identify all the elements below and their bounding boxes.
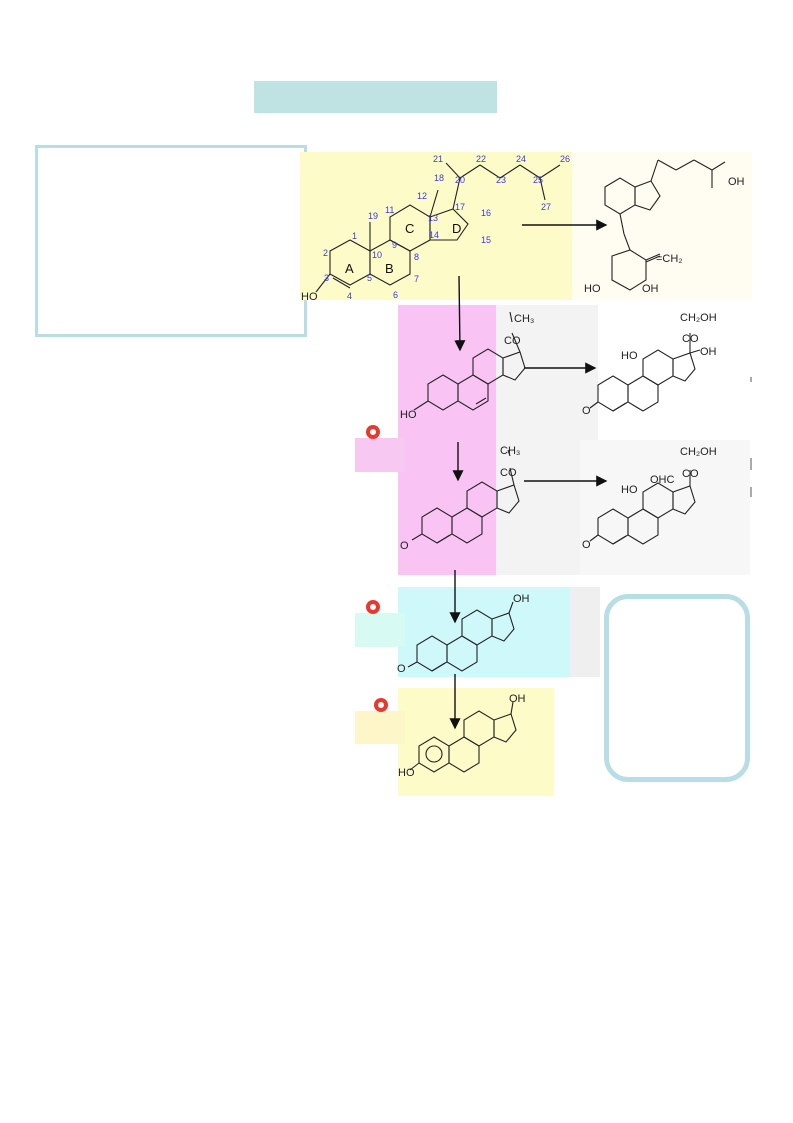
flower-icon [366,425,380,439]
carbon-number: 26 [560,154,570,164]
pregnenolone-co: CO [504,335,521,347]
vitd-ch2: =CH₂ [656,253,683,265]
vitd-oh-bottom: OH [642,283,659,295]
ring-label-d: D [452,221,461,236]
aldosterone-ch2oh: CH₂OH [680,446,717,458]
carbon-number: 27 [541,202,551,212]
carbon-number: 1 [352,231,357,241]
aldosterone-structure: CH₂OH CO HO OHC O [582,446,717,551]
cortisol-oh: OH [700,346,717,358]
cortisol-co: CO [682,333,699,345]
ring-label-b: B [385,261,394,276]
androgen-side-panel [570,587,600,677]
carbon-number: 23 [496,175,506,185]
vitd-oh-top: OH [728,176,745,188]
flower-icon [374,698,388,712]
cortisol-structure: CH₂OH CO HO OH O [582,312,717,417]
carbon-number: 4 [347,291,352,301]
estradiol-oh: OH [509,693,526,705]
progestagen-panel [398,305,496,575]
carbon-number: 11 [385,205,394,215]
cortisol-ho: HO [621,350,638,362]
carbon-number: 14 [429,230,439,240]
progesterone-ch3: CH₃ [500,445,520,457]
carbon-number: 10 [372,250,382,260]
pregnenolone-ho: HO [400,409,417,421]
estrogen-panel [398,688,554,796]
rounded-info-box [604,594,750,782]
cholesterol-structure: 1 2 3 4 5 6 7 8 9 10 11 12 13 14 15 16 1… [301,154,570,303]
hydroxyl-label: HO [301,291,318,303]
androgen-tab [355,613,405,647]
carbon-number: 25 [533,175,543,185]
ring-label-c: C [405,221,414,236]
carbon-number: 20 [455,175,465,185]
testosterone-oh: OH [513,593,530,605]
carbon-number: 19 [368,211,378,221]
aldosterone-co: CO [682,468,699,480]
carbon-number: 9 [392,240,397,250]
arrow-down [454,275,466,352]
estrogen-tab [355,711,405,744]
progesterone-o: O [400,540,409,552]
title-bar [254,81,497,113]
carbon-number: 24 [516,154,526,164]
aldosterone-panel [580,440,750,575]
flower-icon [366,600,380,614]
carbon-number: 17 [455,202,465,212]
progesterone-structure: O CH₃ CO [400,445,520,552]
pregnenolone-ch3: CH₃ [514,313,534,325]
testosterone-structure: O OH [397,593,530,675]
carbon-number: 8 [414,252,419,262]
carbon-number: 13 [428,213,438,223]
pregnenolone-structure: HO CH₃ CO [400,311,534,421]
androgen-panel [398,587,570,677]
progesterone-co: CO [500,467,517,479]
cortisol-o: O [582,405,591,417]
testosterone-o: O [397,663,406,675]
vitd-ho: HO [584,283,601,295]
carbon-number: 15 [481,235,491,245]
carbon-number: 18 [434,173,444,183]
estradiol-structure: HO OH [398,693,526,779]
cortisol-ch2oh: CH₂OH [680,312,717,324]
aldosterone-ohc: OHC [650,474,675,486]
carbon-number: 3 [324,273,329,283]
aldosterone-ho: HO [621,484,638,496]
carbon-number: 2 [323,248,328,258]
carbon-number: 21 [433,154,443,164]
progestagen-tab [355,438,405,472]
carbon-number: 5 [367,273,372,283]
cholesterol-panel [300,152,572,300]
vitamin-d-structure: OH =CH₂ HO OH [584,159,745,295]
carbon-number: 22 [476,154,486,164]
carbon-number: 12 [417,191,427,201]
carbon-number: 16 [481,208,491,218]
estradiol-ho: HO [398,767,415,779]
ring-label-a: A [345,261,354,276]
carbon-number: 7 [414,274,419,284]
aldosterone-o: O [582,539,591,551]
carbon-number: 6 [393,290,398,300]
